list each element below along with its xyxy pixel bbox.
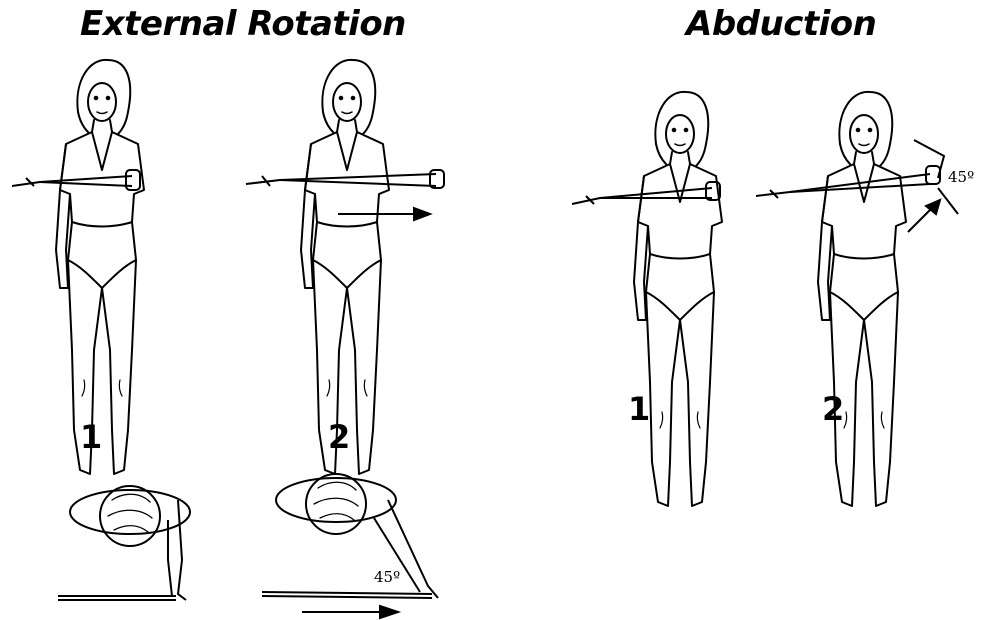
er-figure-1	[56, 60, 144, 474]
top-view-angle-label: 45º	[374, 568, 400, 586]
er-figure-2	[301, 60, 389, 474]
er-band-1	[12, 170, 140, 190]
er-top-view-2	[262, 474, 438, 618]
er-step-2: 2	[328, 418, 350, 456]
ab-step-1: 1	[628, 390, 650, 428]
ab-band-2	[756, 140, 958, 232]
ab-figure-2	[818, 92, 906, 506]
ab-step-2: 2	[822, 390, 844, 428]
er-step-1: 1	[80, 418, 102, 456]
er-top-view-1	[58, 486, 190, 600]
abduction-angle-label: 45º	[948, 168, 974, 186]
ab-figure-1	[634, 92, 722, 506]
ab-band-1	[572, 182, 720, 204]
er-band-2	[246, 170, 444, 220]
